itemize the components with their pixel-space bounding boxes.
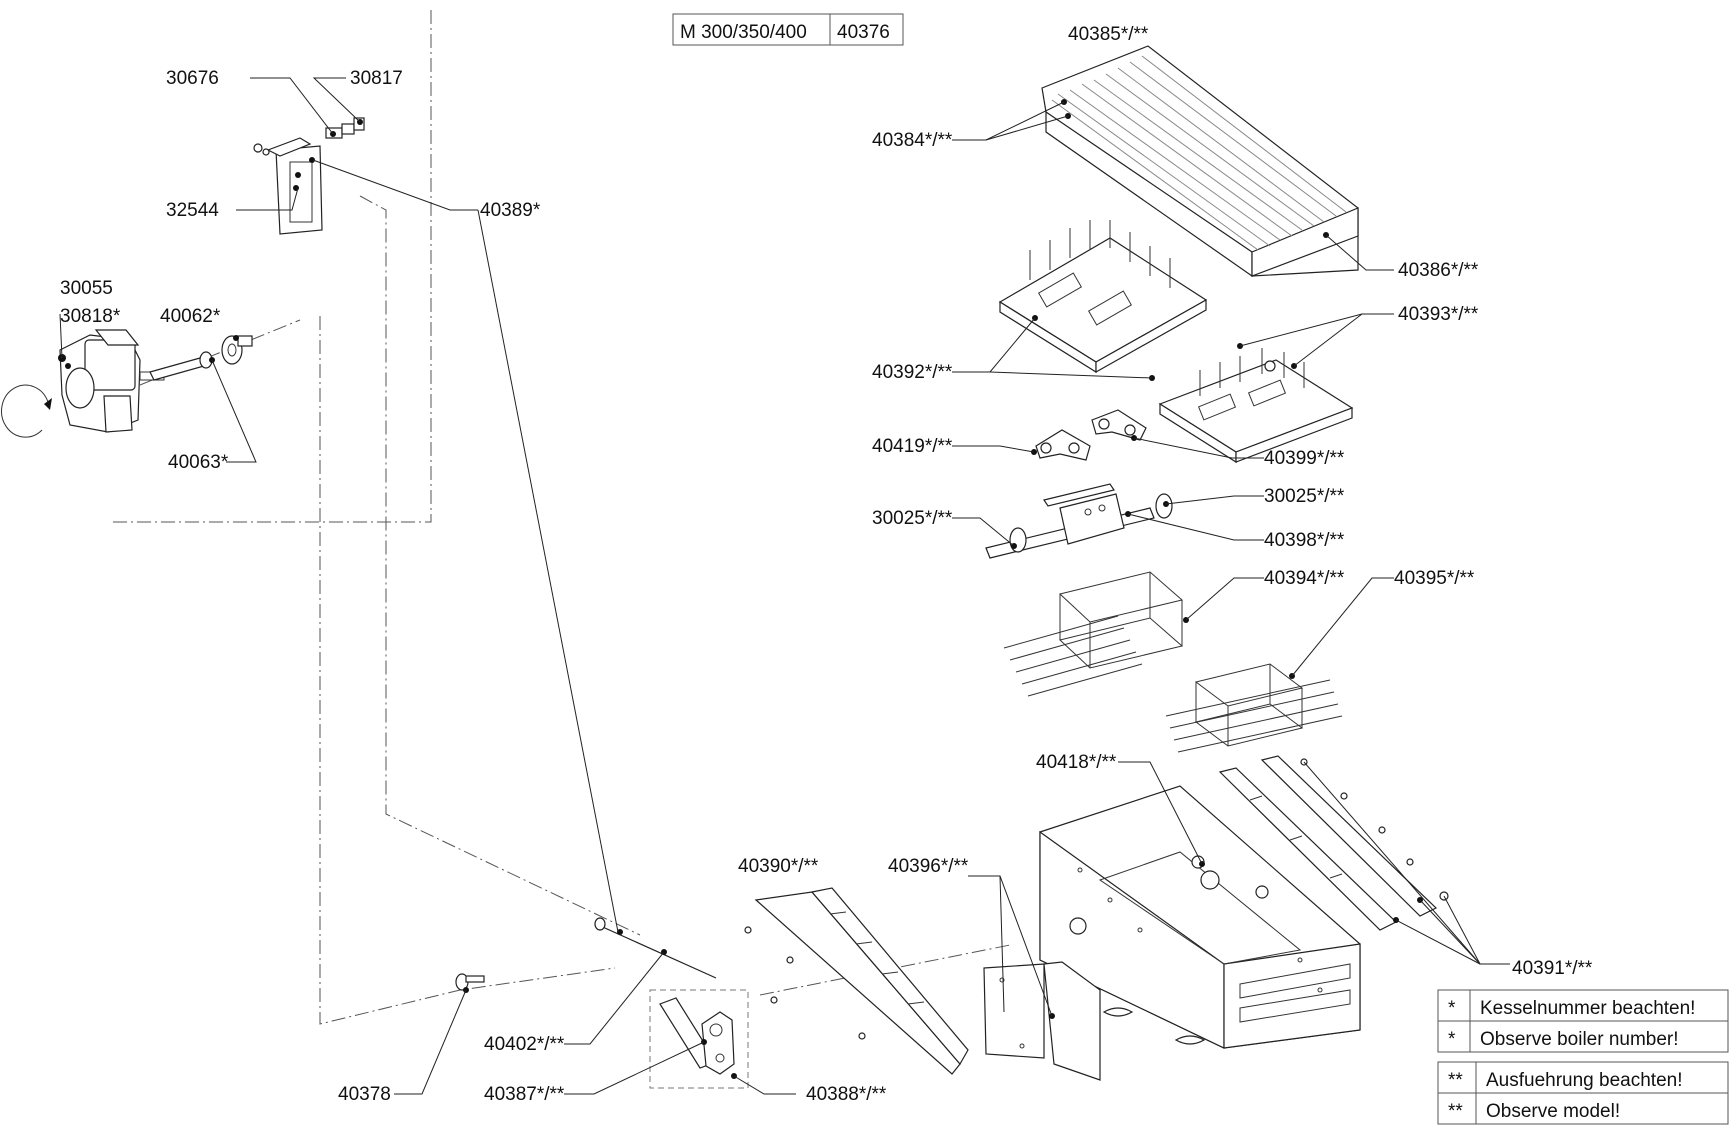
carriage-40394	[1003, 571, 1189, 697]
bracket-32544	[253, 137, 323, 235]
side-plate-40390	[744, 887, 969, 1075]
header-model: M 300/350/400	[680, 22, 807, 43]
label-30025-left: 30025*/**	[872, 508, 953, 529]
label-40389: 40389*	[480, 200, 541, 221]
label-40393: 40393*/**	[1398, 304, 1479, 325]
label-40387: 40387*/**	[484, 1084, 565, 1105]
label-40378: 40378	[338, 1084, 391, 1105]
label-40399: 40399*/**	[1264, 448, 1345, 469]
label-30818: 30818*	[60, 306, 121, 327]
label-40419: 40419*/**	[872, 436, 953, 457]
detail-frame	[649, 989, 749, 1089]
label-30817: 30817	[350, 68, 403, 89]
shaft-assembly-40398	[985, 483, 1173, 559]
legend-text-1: Kesselnummer beachten!	[1480, 998, 1695, 1019]
shaft-40062	[149, 335, 253, 381]
label-30055: 30055	[60, 278, 113, 299]
legend-symbol-4: **	[1448, 1101, 1463, 1122]
label-40390: 40390*/**	[738, 856, 819, 877]
header-number: 40376	[837, 22, 890, 43]
label-40386: 40386*/**	[1398, 260, 1479, 281]
label-40402: 40402*/**	[484, 1034, 565, 1055]
grate-bars	[1051, 55, 1347, 251]
label-40391: 40391*/**	[1512, 958, 1593, 979]
label-40394: 40394*/**	[1264, 568, 1345, 589]
grate-frame-40392	[998, 220, 1208, 381]
label-40062: 40062*	[160, 306, 221, 327]
grate-frame-40393	[1158, 343, 1354, 464]
label-30676: 30676	[166, 68, 219, 89]
carriage-40395	[1165, 663, 1343, 753]
lever-40419	[1031, 429, 1091, 461]
leader-lines	[59, 77, 1510, 1095]
label-40398: 40398*/**	[1264, 530, 1345, 551]
side-plate-40391	[1218, 755, 1449, 931]
motor-30055	[1, 329, 165, 438]
label-32544: 32544	[166, 200, 219, 221]
legend-table: * Kesselnummer beachten! * Observe boile…	[1437, 989, 1729, 1125]
label-40396: 40396*/**	[888, 856, 969, 877]
bolt-40378	[455, 973, 485, 993]
legend-symbol-3: **	[1448, 1070, 1463, 1091]
side-plate-40396	[983, 961, 1101, 1081]
label-40418: 40418*/**	[1036, 752, 1117, 773]
label-40385: 40385*/**	[1068, 24, 1149, 45]
lever-40399	[1091, 409, 1147, 441]
legend-text-2: Observe boiler number!	[1480, 1029, 1679, 1050]
part-labels: 40385*/** 30676 30817 32544 40389* 40384…	[60, 24, 1593, 1105]
label-40388: 40388*/**	[806, 1084, 887, 1105]
rod-40402	[594, 917, 717, 979]
label-40392: 40392*/**	[872, 362, 953, 383]
housing-40418	[1039, 785, 1361, 1049]
label-40384: 40384*/**	[872, 130, 953, 151]
grate-top-40385	[1041, 45, 1359, 278]
legend-symbol-1: *	[1448, 998, 1456, 1019]
legend-text-4: Observe model!	[1486, 1101, 1620, 1122]
legend-symbol-2: *	[1448, 1029, 1456, 1050]
header-table: M 300/350/400 40376	[672, 13, 904, 46]
label-40063: 40063*	[168, 452, 229, 473]
legend-text-3: Ausfuehrung beachten!	[1486, 1070, 1683, 1091]
label-40395: 40395*/**	[1394, 568, 1475, 589]
centerlines	[113, 10, 1011, 1089]
label-30025-right: 30025*/**	[1264, 486, 1345, 507]
clamp-40387	[659, 997, 737, 1079]
